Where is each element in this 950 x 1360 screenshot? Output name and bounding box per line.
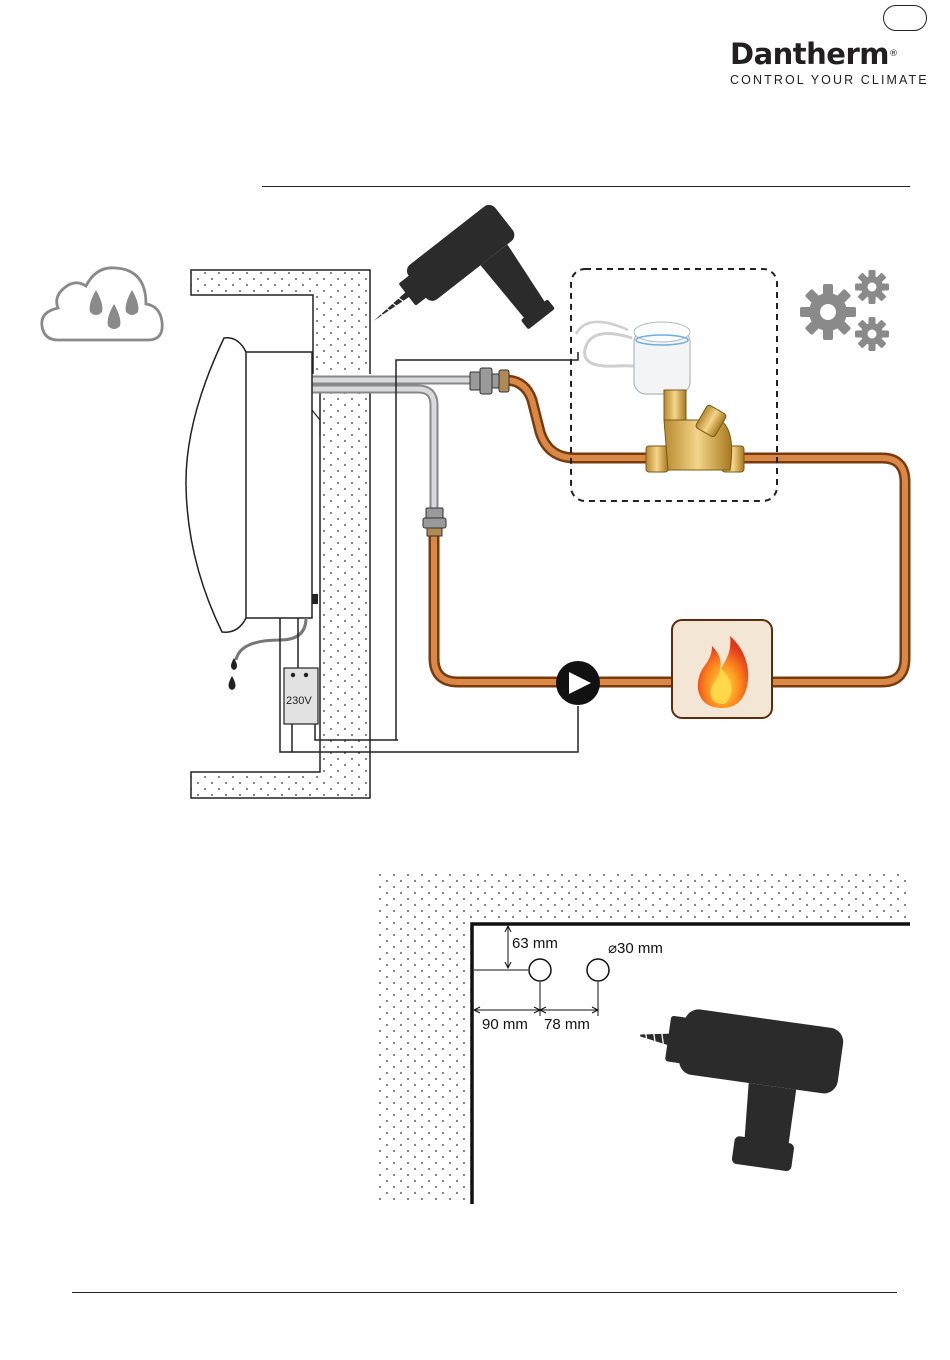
dehumidifier-unit bbox=[186, 338, 320, 632]
hole-marker bbox=[587, 959, 609, 981]
footer-rule bbox=[72, 1292, 897, 1293]
dimension-hole-diameter: ⌀30 mm bbox=[608, 940, 663, 957]
dimension-offset-side: 90 mm bbox=[482, 1016, 528, 1033]
junction-box-label: 230V bbox=[286, 695, 312, 707]
rain-cloud-icon bbox=[42, 268, 162, 340]
balancing-valve bbox=[646, 390, 744, 472]
hole-marker bbox=[529, 959, 551, 981]
heat-source bbox=[672, 620, 772, 718]
installation-diagram: 230V bbox=[0, 0, 950, 860]
valve-actuator bbox=[576, 322, 690, 394]
dimension-hole-spacing: 78 mm bbox=[544, 1016, 590, 1033]
drilling-template: 63 mm ⌀30 mm 90 mm 78 mm bbox=[378, 872, 938, 1212]
dimension-offset-top: 63 mm bbox=[512, 935, 558, 952]
gears-icon bbox=[800, 270, 889, 351]
junction-box: 230V bbox=[284, 668, 318, 724]
circulation-pump bbox=[556, 661, 600, 705]
drill-icon bbox=[624, 1002, 845, 1177]
drill-icon bbox=[360, 202, 566, 401]
